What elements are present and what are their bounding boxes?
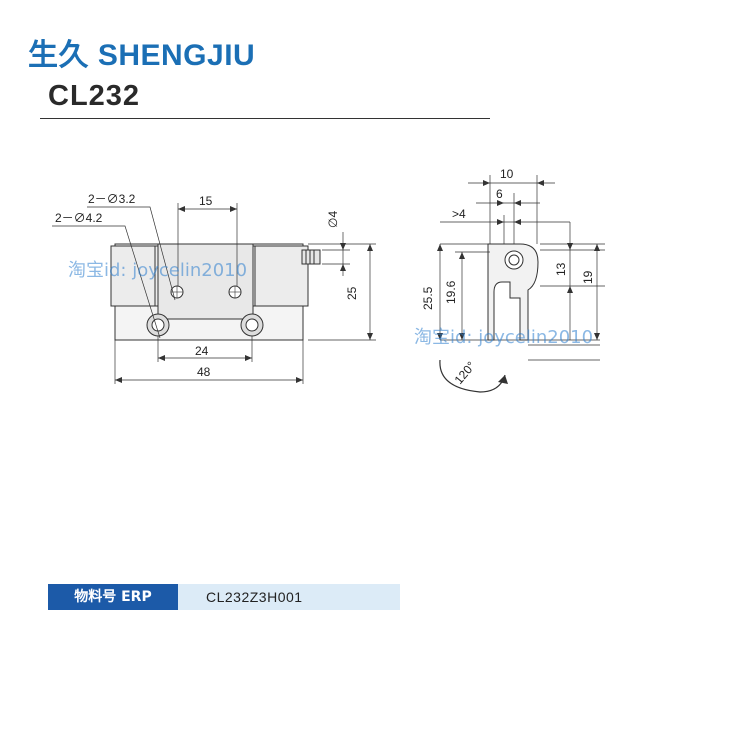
dim-side-13: 13	[554, 262, 568, 276]
hinge-leaf	[157, 243, 254, 320]
dim-width: 48	[197, 365, 211, 379]
front-view	[52, 203, 376, 384]
watermark-left: 淘宝id: joycelin2010	[68, 260, 247, 281]
brand-title: 生久 SHENGJIU	[28, 39, 256, 72]
dim-spacing-bottom: 24	[195, 344, 209, 358]
dim-side-10: 10	[500, 167, 514, 181]
hinge-pin	[301, 249, 321, 265]
front-view-arrows	[115, 206, 373, 383]
dim-side-25-5: 25.5	[421, 286, 435, 310]
profile-pin	[504, 250, 524, 270]
side-view	[439, 175, 605, 393]
watermark-right: 淘宝id: joycelin2010	[414, 327, 593, 348]
erp-bar: 物料号 ERP CL232Z3H001	[48, 584, 400, 610]
dim-small-hole: 2－∅3.2	[88, 192, 136, 206]
dim-spacing-top: 15	[199, 194, 213, 208]
erp-label: 物料号 ERP	[48, 584, 178, 610]
dim-side-4: >4	[452, 207, 466, 221]
erp-value: CL232Z3H001	[178, 584, 400, 610]
dim-large-hole: 2－∅4.2	[55, 211, 103, 225]
dim-opening-angle: 120°	[452, 359, 479, 387]
title-divider	[40, 118, 490, 119]
dim-pin-diameter: ∅4	[326, 211, 340, 228]
dim-side-6: 6	[496, 187, 503, 201]
hinge-profile	[487, 243, 539, 341]
dim-side-19-6: 19.6	[444, 280, 458, 304]
dim-side-19: 19	[581, 270, 595, 284]
product-model: CL232	[48, 80, 141, 112]
dim-height: 25	[345, 286, 359, 300]
side-view-arrows	[437, 180, 600, 384]
